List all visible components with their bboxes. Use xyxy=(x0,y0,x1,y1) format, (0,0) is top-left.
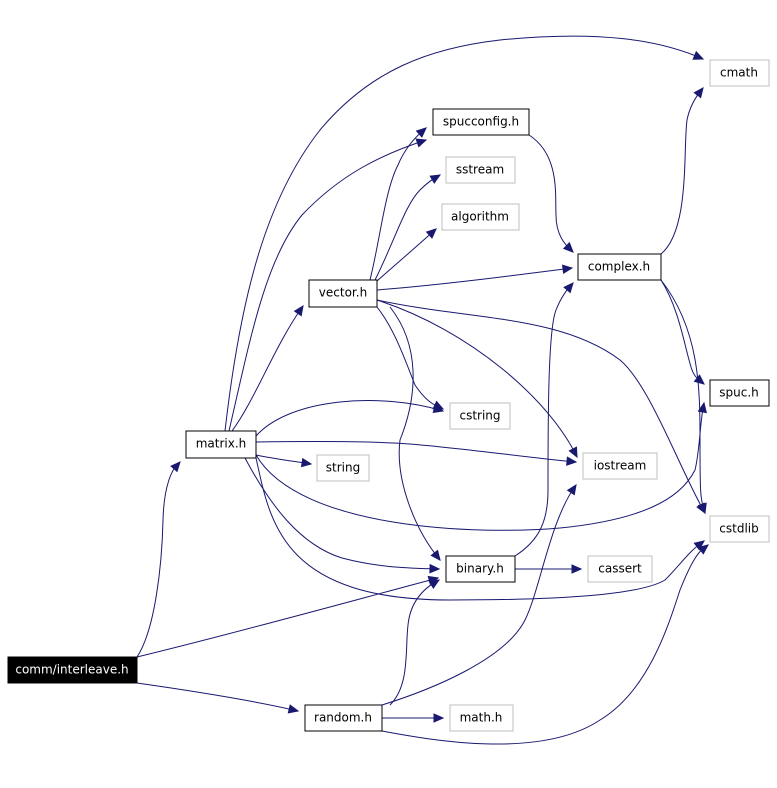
edge-arrowhead-random-to-mathh xyxy=(433,713,445,723)
node-label: cstdlib xyxy=(719,522,758,536)
node-label: binary.h xyxy=(456,562,504,576)
node-vector[interactable]: vector.h xyxy=(308,279,378,308)
edge-arrowhead-matrix-to-cmath xyxy=(692,50,705,60)
node-cmath[interactable]: cmath xyxy=(709,59,770,87)
edge-arrowhead-complex-to-cstdlib xyxy=(697,502,707,515)
edge-arrowhead-random-to-iostream xyxy=(566,483,577,496)
edge-arrowhead-matrix-to-string xyxy=(300,457,313,468)
edge-spucconfig-to-complex xyxy=(528,134,574,253)
edge-complex-to-cstdlib xyxy=(660,279,706,514)
nodes-layer: comm/interleave.h matrix.h vector.h spuc… xyxy=(7,59,770,732)
edge-random-to-cstdlib xyxy=(381,544,709,745)
node-label: complex.h xyxy=(588,260,650,274)
edge-arrowhead-vector-to-algorithm xyxy=(425,228,437,239)
edge-arrowhead-vector-to-complex xyxy=(561,264,574,274)
edge-vector-to-cstring xyxy=(376,306,444,410)
node-label: spuc.h xyxy=(719,386,759,400)
edge-interleave-to-random xyxy=(136,682,299,712)
edge-complex-to-cmath xyxy=(660,87,704,255)
node-mathh[interactable]: math.h xyxy=(449,704,514,732)
edge-arrowhead-random-to-cstdlib xyxy=(697,544,709,555)
node-spuc[interactable]: spuc.h xyxy=(709,379,770,407)
edge-arrowhead-matrix-to-binary xyxy=(429,563,441,574)
edge-matrix-to-vector xyxy=(231,305,304,432)
node-algorithm[interactable]: algorithm xyxy=(441,203,520,231)
node-label: algorithm xyxy=(451,210,509,224)
edge-arrowhead-binary-to-cassert xyxy=(571,564,583,574)
node-binary[interactable]: binary.h xyxy=(445,555,516,583)
edge-arrowhead-interleave-to-random xyxy=(287,704,300,714)
edge-matrix-to-spucconfig xyxy=(228,139,427,432)
edge-interleave-to-binary xyxy=(136,577,439,658)
edge-arrowhead-vector-to-sstream xyxy=(429,174,442,184)
node-spucconfig[interactable]: spucconfig.h xyxy=(432,108,530,136)
edge-arrowhead-interleave-to-matrix xyxy=(170,461,181,473)
edge-matrix-to-spuc xyxy=(255,402,705,531)
edge-arrowhead-complex-to-cmath xyxy=(693,87,704,99)
edge-arrowhead-vector-to-binary xyxy=(430,549,441,561)
node-sstream[interactable]: sstream xyxy=(445,156,516,184)
edge-vector-to-spucconfig xyxy=(369,127,427,281)
edge-random-to-binary xyxy=(389,579,440,706)
edges-layer xyxy=(136,35,709,745)
edge-vector-to-iostream xyxy=(376,299,578,458)
edge-binary-to-complex xyxy=(514,282,574,557)
edge-arrowhead-binary-to-complex xyxy=(563,282,574,294)
node-iostream[interactable]: iostream xyxy=(582,452,658,480)
edge-arrowhead-vector-to-iostream xyxy=(568,446,578,459)
edge-random-to-iostream xyxy=(381,484,577,706)
node-label: spucconfig.h xyxy=(443,115,519,129)
node-cassert[interactable]: cassert xyxy=(587,555,653,583)
edge-vector-to-cstdlib xyxy=(376,299,706,514)
node-label: math.h xyxy=(460,711,503,725)
node-label: string xyxy=(326,461,360,475)
edge-arrowhead-spucconfig-to-complex xyxy=(562,241,574,253)
edge-arrowhead-matrix-to-spucconfig xyxy=(415,138,428,148)
edge-vector-to-binary xyxy=(389,306,441,561)
node-complex[interactable]: complex.h xyxy=(577,253,662,281)
node-cstdlib[interactable]: cstdlib xyxy=(709,515,770,543)
node-label: random.h xyxy=(314,711,372,725)
edge-arrowhead-matrix-to-iostream xyxy=(566,456,578,466)
edge-vector-to-complex xyxy=(376,267,573,291)
node-label: comm/interleave.h xyxy=(15,663,128,677)
edge-matrix-to-cstdlib xyxy=(255,457,705,601)
node-string[interactable]: string xyxy=(316,454,370,482)
edge-arrowhead-matrix-to-cstdlib xyxy=(693,540,705,551)
edge-interleave-to-matrix xyxy=(136,461,181,658)
edge-matrix-to-iostream xyxy=(255,441,577,463)
node-interleave[interactable]: comm/interleave.h xyxy=(7,656,138,684)
node-label: matrix.h xyxy=(196,437,247,451)
edge-arrowhead-random-to-binary xyxy=(428,579,441,590)
node-label: sstream xyxy=(456,163,504,177)
node-cstring[interactable]: cstring xyxy=(449,402,511,430)
edge-vector-to-algorithm xyxy=(376,228,437,282)
node-label: cstring xyxy=(459,409,500,423)
edge-complex-to-spuc xyxy=(660,279,705,385)
node-label: cmath xyxy=(720,66,758,80)
edge-arrowhead-vector-to-spucconfig xyxy=(415,127,427,138)
node-label: iostream xyxy=(594,459,647,473)
edge-matrix-to-binary xyxy=(244,457,440,570)
node-matrix[interactable]: matrix.h xyxy=(185,430,257,459)
edge-matrix-to-cstring xyxy=(255,400,444,437)
edge-arrowhead-matrix-to-spuc xyxy=(697,401,707,414)
node-random[interactable]: random.h xyxy=(304,704,383,732)
edge-arrowhead-complex-to-spuc xyxy=(693,374,705,385)
edge-vector-to-sstream xyxy=(374,174,441,281)
edge-arrowhead-matrix-to-vector xyxy=(293,304,304,317)
edge-arrowhead-vector-to-cstring xyxy=(432,400,445,410)
node-label: vector.h xyxy=(319,286,367,300)
node-label: cassert xyxy=(598,562,642,576)
edge-matrix-to-cmath xyxy=(224,35,704,432)
